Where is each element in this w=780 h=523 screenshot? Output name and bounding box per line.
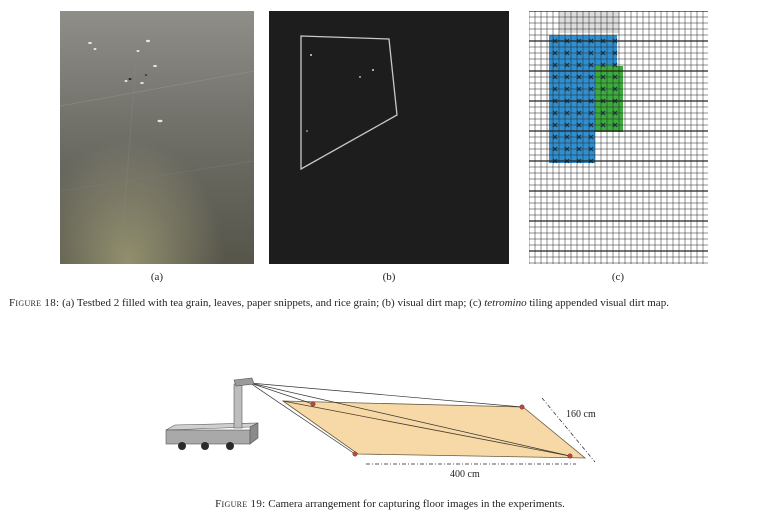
blue-tile-region-lower: [549, 95, 595, 163]
dirt-points: [306, 54, 374, 132]
robot-base: [165, 422, 259, 450]
dirt-specks: [88, 39, 163, 123]
camera-rays: [249, 382, 571, 457]
figure-18-caption-text-2: tiling appended visual dirt map.: [526, 297, 669, 309]
corner-markers: [310, 401, 573, 459]
sublabel-a: (a): [150, 271, 164, 283]
figure-18-caption: Figure 18: (a) Testbed 2 filled with tea…: [9, 296, 771, 310]
width-dimension-line: [541, 397, 596, 463]
testbed-photo: [60, 11, 254, 264]
leaf-specks: [128, 74, 148, 80]
width-dimension-label: 160 cm: [566, 409, 596, 420]
figure-18-caption-italic: tetromino: [484, 297, 527, 309]
tetromino-tiling-map: [529, 11, 708, 264]
sublabel-c: (c): [611, 271, 625, 283]
floor-diagonal: [282, 400, 571, 457]
figure-19-label: Figure 19:: [215, 498, 266, 510]
figure-19-caption: Figure 19: Camera arrangement for captur…: [0, 497, 780, 511]
figure-19-caption-text: Camera arrangement for capturing floor i…: [265, 498, 565, 510]
camera-pole: [233, 377, 255, 429]
figure-18-caption-text-1: (a) Testbed 2 filled with tea grain, lea…: [59, 297, 485, 309]
length-dimension-label: 400 cm: [450, 469, 480, 480]
camera-arrangement-diagram: 160 cm 400 cm: [150, 370, 620, 485]
visual-dirt-map: [269, 11, 509, 264]
sublabel-b: (b): [382, 271, 396, 283]
floor-boundary: [300, 35, 398, 171]
figure-18-label: Figure 18:: [9, 297, 60, 309]
